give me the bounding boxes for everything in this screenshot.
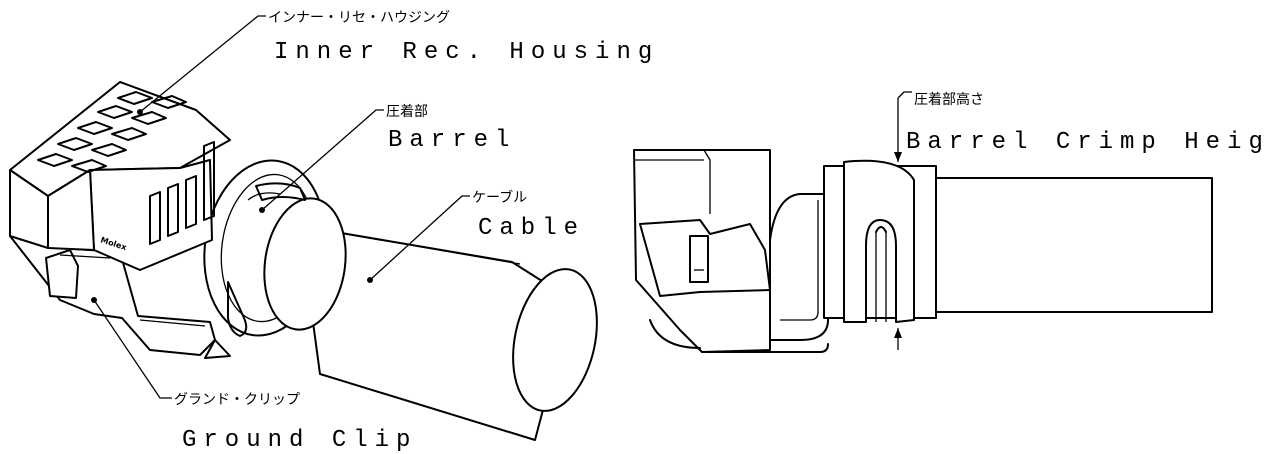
inner-receptacle-housing: Molex [9, 81, 231, 271]
callout-housing-jp: インナー・リセ・ハウジング [268, 10, 450, 26]
callout-ground-clip-jp: グランド・クリップ [174, 392, 300, 408]
callout-crimp-height-en: Barrel Crimp Height [906, 129, 1272, 156]
callout-barrel-jp: 圧着部 [386, 104, 428, 120]
crimp-height-dimension [894, 91, 912, 350]
side-terminal [649, 175, 833, 353]
side-barrel [823, 159, 937, 323]
callout-cable-en: Cable [478, 215, 585, 242]
pin-cavities [37, 91, 187, 173]
barrel [203, 159, 347, 337]
callout-barrel-en: Barrel [388, 127, 516, 154]
side-ribs [149, 141, 215, 245]
leader-lines-left [91, 15, 470, 399]
side-cable [919, 177, 1213, 313]
isometric-view: Molex [9, 15, 598, 441]
callout-cable-jp: ケーブル [472, 189, 527, 206]
callout-housing-en: Inner Rec. Housing [274, 39, 659, 66]
callout-crimp-height-jp: 圧着部高さ [914, 91, 984, 108]
side-housing [633, 149, 771, 353]
callout-ground-clip-en: Ground Clip [182, 427, 417, 454]
side-view [633, 91, 1213, 353]
